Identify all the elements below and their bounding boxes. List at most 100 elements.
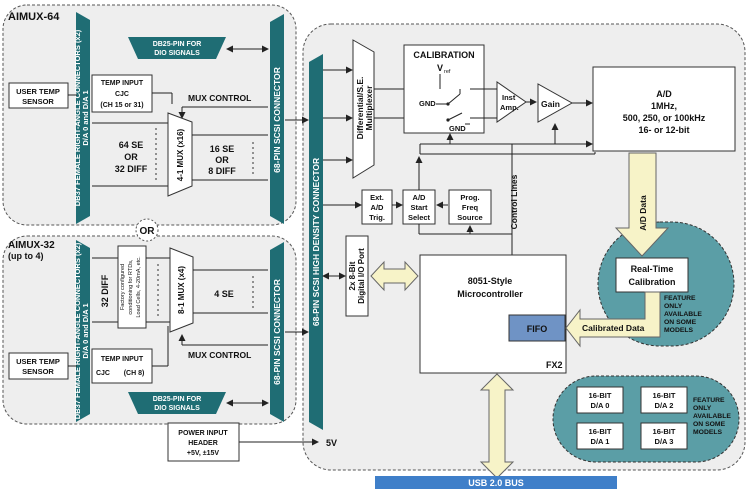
adc-line1: A/D [656,89,672,99]
inst-amp-line2: Amp. [500,103,519,112]
aimux64-se-line3: 32 DIFF [115,164,148,174]
aimux64-db25-connector [128,37,226,59]
start-sel-line1: A/D [413,193,427,202]
usb-bus-label: USB 2.0 BUS [468,478,524,488]
aimux32-cond-line2: conditioning for RTDs, [128,259,134,315]
aimux64-temp-input-cjc [91,74,153,113]
aimux32-title: AIMUX-32 [8,240,55,251]
adc-line4: 16- or 12-bit [638,125,689,135]
aimux64-temp-input-line1: TEMP INPUT [101,80,144,87]
ad-start-select [402,189,436,225]
control-lines-label: Control Lines [509,174,519,229]
aimux64-temp-input-line2: CJC [115,91,129,98]
feature1-line5: MODELS [664,327,694,334]
power-5v-label: 5V [326,438,337,448]
real-time-calibration [615,257,689,293]
aimux32-mux-control: MUX CONTROL [188,350,251,360]
power-input-header [167,422,240,462]
or-circle [135,218,159,242]
aimux64-out-line1: 16 SE [210,144,235,154]
calibration-vref-sub: ref [444,69,451,75]
feature1-line4: ON SOME [664,319,697,326]
usb-bus-bar [375,476,617,489]
dac2-line2: D/A 2 [655,401,674,410]
aimux32-user-temp-line2: SENSOR [22,367,54,376]
aimux32-temp-input-line3: (CH 8) [124,370,145,377]
aimux64-out-line2: OR [215,155,229,165]
fx2-microcontroller [419,254,567,374]
aimux64-out-line3: 8 DIFF [208,166,236,176]
aimux64-mux-label: 4-1 MUX (x16) [176,128,185,181]
aimux32-temp-input-line1: TEMP INPUT [101,356,144,363]
aimux64-mux-control: MUX CONTROL [188,93,251,103]
freq-line3: Source [457,213,482,222]
ext-trig-line2: A/D [371,203,385,212]
fifo-block [508,314,566,342]
main-scsi-hd-label: 68-PIN SCSI HIGH DENSITY CONNECTOR [311,158,321,326]
power-line1: POWER INPUT [178,430,228,437]
ad-data-arrow [614,152,670,257]
dac1-line1: 16-BIT [589,427,612,436]
dac-2 [640,386,688,414]
digital-io-port [345,235,369,317]
dac3-line1: 16-BIT [653,427,676,436]
dio-line1: 2x 8-Bit [348,261,357,290]
aimux64-scsi-connector [270,14,284,224]
aimux64-db37-connector [76,12,90,224]
adc-line3: 500, 250, or 100kHz [623,113,706,123]
rtc-line2: Calibration [628,277,675,287]
feature1-line2: ONLY [664,303,683,310]
aimux32-temp-input-cjc [91,348,153,384]
dio-micro-arrow [370,260,419,292]
calibration-gnd1: GND [419,99,436,108]
aimux32-user-temp-line1: USER TEMP [16,357,60,366]
calibration-title: CALIBRATION [413,50,474,60]
programmable-frequency-source [448,189,492,225]
freq-line1: Prog. [460,193,479,202]
freq-line2: Freq [462,203,479,212]
power-line2: HEADER [188,440,218,447]
diff-mux-line1: Differential/S.E. [355,77,365,140]
aimux32-cond-line3: Load Cells, 4-20mA, etc. [136,256,142,318]
feature2-line5: MODELS [693,429,723,436]
feature2-line2: ONLY [693,405,712,412]
diff-mux-line2: Multiplexer [364,85,374,131]
feature1-line3: AVAILABLE [664,311,702,318]
aimux64-mux [167,112,193,197]
aimux32-mux [169,247,194,333]
dac0-line2: D/A 0 [591,401,610,410]
aimux32-subtitle: (up to 4) [8,251,44,261]
feature1-line1: FEATURE [664,295,696,302]
dac0-line1: 16-BIT [589,391,612,400]
aimux32-user-temp-sensor [8,352,69,380]
aimux32-db25-line1: DB25-PIN FOR [153,396,202,403]
calibration-gnd2: GND [449,124,466,133]
feature2-line3: AVAILABLE [693,413,731,420]
feature2-line1: FEATURE [693,397,725,404]
start-sel-line2: Start [410,203,428,212]
inst-amp-line1: Inst [502,93,516,102]
aimux64-scsi-label: 68-PIN SCSI CONNECTOR [272,67,282,173]
rtc-line1: Real-Time [631,264,674,274]
main-scsi-hd-connector [309,54,323,430]
start-sel-line3: Select [408,213,431,222]
micro-line2: Microcontroller [457,289,523,299]
aimux64-user-temp-line2: SENSOR [22,97,54,106]
or-label: OR [140,226,156,237]
aimux32-temp-input-line2: CJC [96,370,110,377]
instrumentation-amplifier [496,81,527,123]
dac-1 [576,422,624,450]
aimux32-db25-line2: DIO SIGNALS [154,405,200,412]
ad-data-label: A/D Data [638,195,648,231]
aimux64-title: AIMUX-64 [8,11,60,23]
aimux64-user-temp-line1: USER TEMP [16,87,60,96]
ext-trig-line3: Trig. [369,213,385,222]
gain-label: Gain [541,99,560,109]
calibrated-data-arrow [565,291,661,348]
differential-multiplexer [352,39,375,179]
ext-trig-line1: Ext. [370,193,384,202]
feature2-line4: ON SOME [693,421,726,428]
aimux64-se-line1: 64 SE [119,140,144,150]
aimux32-out-label: 4 SE [214,289,234,299]
gain-amplifier [537,83,574,123]
